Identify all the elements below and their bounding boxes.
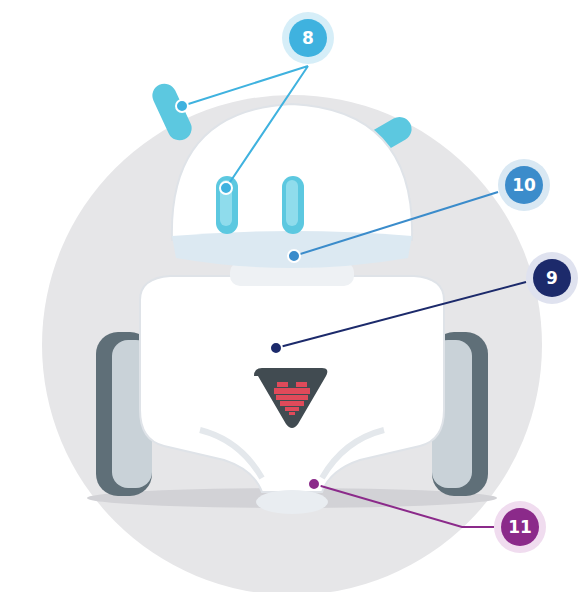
callout-halo <box>498 159 550 211</box>
callout-number: 8 <box>288 18 328 58</box>
heart-display <box>254 368 327 428</box>
callout-disc <box>289 19 327 57</box>
left-antenna <box>148 80 195 145</box>
bottom-sensor <box>256 490 328 514</box>
leader-line <box>314 484 494 527</box>
leader-line <box>294 192 498 256</box>
callout-disc <box>533 259 571 297</box>
leader-dot <box>288 250 300 262</box>
heart-pixels <box>274 382 310 415</box>
callout-halo <box>526 252 578 304</box>
background-disc <box>42 95 542 592</box>
leader-dot <box>270 342 282 354</box>
head-rim <box>172 231 412 268</box>
callout-number: 11 <box>500 507 540 547</box>
callout-number: 10 <box>504 165 544 205</box>
callout-halo <box>282 12 334 64</box>
callout-halo <box>494 501 546 553</box>
robot-head <box>172 104 412 240</box>
callout-number: 9 <box>532 258 572 298</box>
eye-highlight <box>220 180 232 226</box>
right-eye <box>282 176 304 234</box>
leader-line <box>182 66 308 188</box>
leader-dot <box>176 100 188 112</box>
robot-body <box>140 276 444 492</box>
callout-disc <box>505 166 543 204</box>
body-shading <box>200 430 384 478</box>
left-eye <box>216 176 238 234</box>
leader-dot <box>220 182 232 194</box>
eye-highlight <box>286 180 298 226</box>
leader-dot <box>308 478 320 490</box>
leader-line <box>276 282 526 348</box>
callout-disc <box>501 508 539 546</box>
